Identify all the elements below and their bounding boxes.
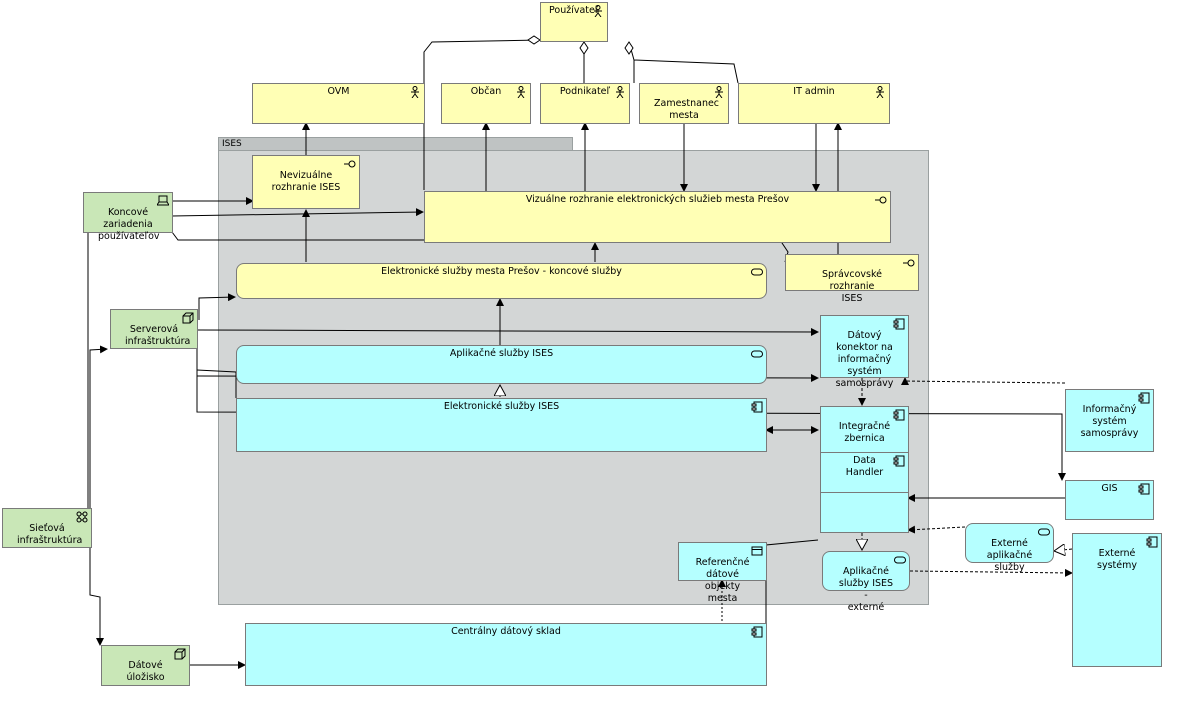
extapp-to-bus xyxy=(907,525,966,534)
service-icon xyxy=(751,268,763,276)
actor-user[interactable]: Používateľ xyxy=(540,2,608,42)
tech-storage[interactable]: Dátové úložisko xyxy=(101,645,190,686)
data-object-ref[interactable]: Referenčné dátové objekty mesta xyxy=(678,542,767,604)
actor-citizen-label: Občan xyxy=(470,86,502,97)
interface-nonvisual[interactable]: Nevizuálne rozhranie ISES xyxy=(252,155,360,209)
component-warehouse[interactable]: Centrálny dátový sklad xyxy=(245,623,767,686)
servers-to-city xyxy=(198,293,236,320)
actor-icon xyxy=(616,86,624,98)
component-warehouse-label: Centrálny dátový sklad xyxy=(451,626,561,637)
actor-citizen[interactable]: Občan xyxy=(441,83,531,124)
service-icon xyxy=(1038,528,1050,536)
agg-diamond-1 xyxy=(527,35,541,45)
component-el-ises-label: Elektronické služby ISES xyxy=(443,401,560,412)
actor-icon xyxy=(411,86,419,98)
is-to-connector xyxy=(901,377,1066,385)
group-label: ISES xyxy=(222,139,242,149)
tech-storage-label: Dátové úložisko xyxy=(126,660,165,683)
warehouse-to-bus xyxy=(765,539,819,628)
actor-itadmin-label: IT admin xyxy=(793,86,835,97)
tech-servers-label: Serverová infraštruktúra xyxy=(125,324,191,347)
data-object-icon xyxy=(751,546,763,556)
component-ext-sys-label: Externé systémy xyxy=(1097,548,1137,571)
component-icon xyxy=(751,401,763,413)
network-to-servers xyxy=(89,345,108,510)
service-ext-app-label: Externé aplikačné služby xyxy=(986,538,1033,573)
actor-icon xyxy=(517,86,525,98)
component-icon xyxy=(893,318,905,330)
component-icon xyxy=(1146,536,1158,548)
interface-admin-label: Správcovské rozhranie ISES xyxy=(821,269,883,304)
node-icon xyxy=(174,648,186,660)
component-bus-label: Integračné zbernica xyxy=(838,421,891,444)
device-icon xyxy=(157,195,169,206)
service-city-end[interactable]: Elektronické služby mesta Prešov - konco… xyxy=(236,263,767,299)
interface-icon xyxy=(875,196,887,204)
agg-diamond-3 xyxy=(624,41,634,55)
tech-devices[interactable]: Koncové zariadenia používateľov xyxy=(83,192,173,242)
interface-admin[interactable]: Správcovské rozhranie ISES xyxy=(785,254,919,304)
component-gis[interactable]: GIS xyxy=(1065,480,1154,520)
component-icon xyxy=(1138,483,1150,495)
component-handler-label: Data Handler xyxy=(845,455,884,478)
actor-user-label: Používateľ xyxy=(549,5,599,16)
service-icon xyxy=(751,350,763,358)
actor-itadmin[interactable]: IT admin xyxy=(738,83,890,124)
tech-network-label: Sieťová infraštruktúra xyxy=(17,523,83,546)
devices-to-visual xyxy=(171,208,424,217)
service-icon xyxy=(894,556,906,564)
interface-icon xyxy=(903,259,915,267)
interface-visual-label: Vizuálne rozhranie elektronických služie… xyxy=(525,194,790,205)
service-app-ises-label: Aplikačné služby ISES xyxy=(449,348,554,359)
component-icon xyxy=(1138,392,1150,404)
actor-entrepreneur-label: Podnikateľ xyxy=(559,86,611,97)
service-app-ises[interactable]: Aplikačné služby ISES xyxy=(236,345,767,384)
actor-icon xyxy=(876,86,884,98)
interface-icon xyxy=(344,160,356,168)
actor-ovm[interactable]: OVM xyxy=(252,83,425,124)
component-handler[interactable]: Data Handler xyxy=(820,452,909,493)
actor-employee-label: Zamestnanec mesta xyxy=(654,98,720,121)
external-to-extsys xyxy=(909,568,1073,577)
interface-visual[interactable]: Vizuálne rozhranie elektronických služie… xyxy=(424,191,891,243)
tech-devices-label: Koncové zariadenia používateľov xyxy=(98,207,160,242)
actor-ovm-label: OVM xyxy=(327,86,350,97)
agg-diamond-2 xyxy=(579,41,589,55)
component-connector[interactable]: Dátový konektor na informačný systém sam… xyxy=(820,315,909,389)
tech-network[interactable]: Sieťová infraštruktúra xyxy=(2,508,92,548)
interface-nonvisual-label: Nevizuálne rozhranie ISES xyxy=(271,170,341,193)
data-object-ref-label: Referenčné dátové objekty mesta xyxy=(695,557,750,604)
service-app-external-label: Aplikačné služby ISES - externé xyxy=(838,566,894,613)
network-to-storage xyxy=(89,545,104,646)
servers-to-connector xyxy=(196,327,819,336)
component-gis-label: GIS xyxy=(1101,483,1118,494)
node-icon xyxy=(182,312,194,324)
network-icon xyxy=(76,511,88,523)
service-app-external[interactable]: Aplikačné služby ISES - externé xyxy=(822,551,910,613)
component-icon xyxy=(751,626,763,638)
component-icon xyxy=(893,455,905,467)
service-ext-app[interactable]: Externé aplikačné služby xyxy=(965,523,1054,573)
component-ext-sys[interactable]: Externé systémy xyxy=(1072,533,1162,667)
extsys-realizes-extapp xyxy=(1054,549,1073,551)
agg-user-itadmin xyxy=(628,41,739,84)
service-city-end-label: Elektronické služby mesta Prešov - konco… xyxy=(381,266,622,277)
actor-icon xyxy=(594,5,602,17)
actor-icon xyxy=(715,86,723,98)
component-is-sam[interactable]: Informačný systém samosprávy xyxy=(1065,389,1154,452)
component-icon xyxy=(893,409,905,421)
actor-entrepreneur[interactable]: Podnikateľ xyxy=(540,83,630,124)
servers-to-elises xyxy=(196,369,237,398)
component-is-sam-label: Informačný systém samosprávy xyxy=(1080,404,1139,439)
component-el-ises[interactable]: Elektronické služby ISES xyxy=(236,398,767,452)
component-connector-label: Dátový konektor na informačný systém sam… xyxy=(835,330,894,389)
tech-servers[interactable]: Serverová infraštruktúra xyxy=(110,309,198,349)
actor-employee[interactable]: Zamestnanec mesta xyxy=(639,83,729,124)
